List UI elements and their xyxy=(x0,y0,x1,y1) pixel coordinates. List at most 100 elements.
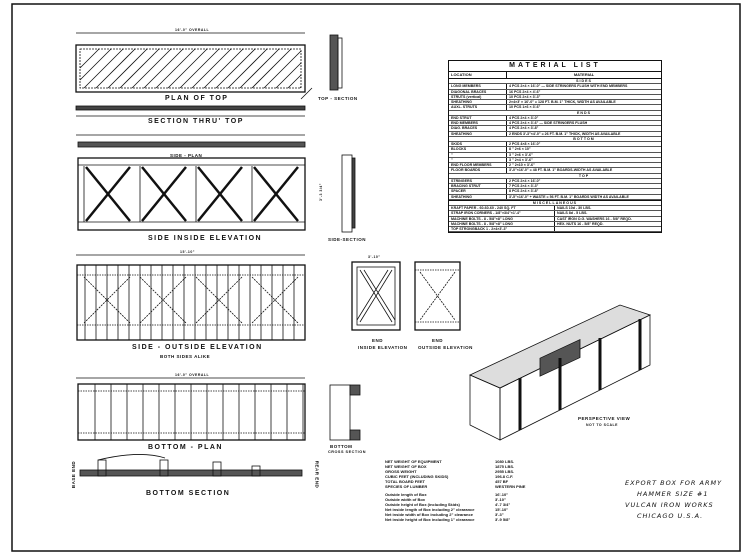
table-row: "3 " 2×6 × 3'-6" xyxy=(449,152,661,158)
location-header: LOCATION xyxy=(449,72,507,78)
misc-row: STRAP IRON CORNERS - 1/8"×3/4"×1'-4"NAIL… xyxy=(449,211,661,217)
section-heading: BOTTOM xyxy=(449,137,661,142)
hatch-line xyxy=(79,48,112,81)
perspective-view xyxy=(469,304,652,441)
material-cell: 7 PCS 2×4 × 3'-3" xyxy=(509,184,539,188)
location-cell: END MEMBERS xyxy=(449,121,507,126)
material-cell: 2 PCS 2×4 × 16'-0" xyxy=(509,178,541,183)
material-header: MATERIAL xyxy=(573,72,595,77)
perspective-view-label: PERSPECTIVE VIEW xyxy=(578,416,631,421)
side-inside-elevation-label: SIDE INSIDE ELEVATION xyxy=(148,235,263,242)
hidden-brace xyxy=(139,276,187,324)
weight-value: WESTERN PINE xyxy=(495,484,526,489)
weight-label: Net inside width of Box including 2" cle… xyxy=(385,512,473,517)
side-plan-view xyxy=(76,134,306,148)
misc-cell: HEX. NUTS 16 - 5/8" REQD. xyxy=(557,221,604,226)
weight-value: 3'-10" xyxy=(495,497,506,502)
misc-cell: NAILS 8d - 5 LBS. xyxy=(557,211,588,216)
hatch-line xyxy=(215,48,256,89)
weight-value: 2955 LBS. xyxy=(495,469,515,474)
side-outside-elevation-view xyxy=(76,254,306,341)
location-cell: BLOCKS xyxy=(449,147,507,152)
section-thru-top-view xyxy=(75,105,306,117)
hidden-brace xyxy=(195,276,243,324)
weight-label: TOTAL BOARD FEET xyxy=(385,479,425,484)
overall-dimension: 16'-0" OVERALL xyxy=(175,28,210,32)
hatch-line xyxy=(263,50,302,89)
top-section-label: TOP - SECTION xyxy=(318,96,358,101)
bottom-cross-section-label: CROSS SECTION xyxy=(328,450,366,454)
plan-of-top-view xyxy=(75,32,313,100)
material-cell: 2 PCS 4×8 × 16'-0" xyxy=(509,142,541,146)
table-row: "3 " 2×4 × 3'-6" xyxy=(449,157,661,163)
hidden-brace xyxy=(83,276,131,324)
side-plan-label: SIDE - PLAN xyxy=(170,153,203,158)
hatch-line xyxy=(275,62,302,89)
material-cell: 2 ENDS 3'-3"×4'-0" = 26 FT. B.M. 1" THIC… xyxy=(509,131,621,136)
weight-label: Net inside length of Box including 2" cl… xyxy=(385,507,475,512)
end-outside-elevation-view xyxy=(414,261,461,331)
misc-cell xyxy=(555,227,661,231)
end-inside-elevation-view xyxy=(351,261,401,331)
material-cell: 2 " 2×10 × 3'-6" xyxy=(509,163,535,167)
diagonal-brace xyxy=(141,166,187,222)
hatch-line xyxy=(131,48,172,89)
location-cell: SHEATHING xyxy=(449,194,507,199)
misc-cell: TOP STRONGBACK 1 - 2×4×3'-3" xyxy=(449,227,555,232)
material-cell: 3 " 2×4 × 3'-6" xyxy=(509,157,533,162)
weight-row: CUBIC FEET (INCLUDING SKIDS)196.8 C.F. xyxy=(385,474,525,479)
hatch-line xyxy=(119,48,160,89)
bottom-plan-label: BOTTOM - PLAN xyxy=(148,444,223,451)
title-line: EXPORT BOX FOR ARMY xyxy=(625,479,723,487)
material-list-header: LOCATION MATERIAL xyxy=(449,72,661,79)
misc-cell: MACHINE BOLTS - 8 - 5/8"×8" LONG xyxy=(449,221,555,226)
material-cell: 3 " 2×6 × 3'-6" xyxy=(509,152,533,157)
weight-value: 3'-9 5/8" xyxy=(495,517,511,522)
hatch-line xyxy=(167,48,208,89)
end-width-dimension: 3'-10" xyxy=(368,255,381,259)
hatch-line xyxy=(203,48,244,89)
title-line: CHICAGO U.S.A. xyxy=(637,512,704,520)
hatch-line xyxy=(239,48,280,89)
weight-value: 15'-10" xyxy=(495,507,509,512)
hatch-line xyxy=(95,48,136,89)
weight-label: Outside height of Box (including Skids) xyxy=(385,502,460,507)
location-cell: " xyxy=(449,152,507,157)
hidden-brace xyxy=(251,276,299,324)
both-sides-alike-label: BOTH SIDES ALIKE xyxy=(160,354,211,359)
misc-cell: CAST IRON O.G. WASHERS 16 - 5/8" REQD. xyxy=(557,216,632,221)
hatch-line xyxy=(155,48,196,89)
hidden-brace xyxy=(83,276,131,324)
hidden-brace xyxy=(139,276,187,324)
material-cell: 4 PCS 2×4 × 3'-0" xyxy=(509,115,539,120)
rear-end-label: REAR END xyxy=(314,460,320,489)
end-outside-elevation-label: OUTSIDE ELEVATION xyxy=(418,345,473,350)
weight-row: Net inside height of Box including 1" cl… xyxy=(385,517,525,522)
location-cell: DIAGONAL BRACES xyxy=(449,89,507,94)
location-cell: END FLOOR MEMBERS xyxy=(449,163,507,168)
section-heading: ENDS xyxy=(449,111,661,116)
weight-value: 3'-3" xyxy=(495,512,504,517)
sheet-border xyxy=(11,3,741,552)
material-cell: 3'-0"×16'-0" = 48 FT. B.M. 1" BOARDS-WID… xyxy=(509,168,613,173)
section-heading: SIDES xyxy=(449,79,661,85)
side-section-view xyxy=(341,154,356,233)
location-cell: " xyxy=(449,157,507,162)
hidden-brace xyxy=(195,276,243,324)
hidden-brace xyxy=(251,276,299,324)
weight-value: 16'-10" xyxy=(495,492,509,497)
bottom-section-view xyxy=(79,454,303,477)
location-cell: AUXL. STRUTS xyxy=(449,105,507,110)
material-cell: 8 " 2×6 × 10" xyxy=(509,147,531,152)
misc-cell: KRAFT PAPER - 60-60-60 - 240 SQ. FT xyxy=(449,206,555,211)
title-line: VULCAN IRON WORKS xyxy=(625,501,714,509)
